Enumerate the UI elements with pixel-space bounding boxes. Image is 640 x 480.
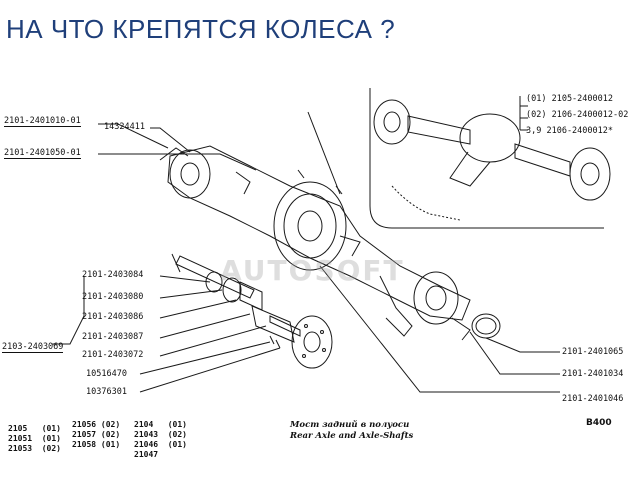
part-label: 2101-2403086 — [82, 312, 144, 322]
part-label: 10516470 — [86, 369, 127, 379]
part-label: 2101-2403072 — [82, 350, 144, 360]
slide-title: НА ЧТО КРЕПЯТСЯ КОЛЕСА ? — [6, 14, 396, 44]
wheel-hub-flange — [291, 315, 333, 369]
part-label: 2101-2401065 — [562, 347, 624, 357]
applicability-col-3: 2104 (01) 21043 (02) 21046 (01) 21047 — [134, 420, 187, 459]
inset-label-02: (02) 2106-2400012-02 — [526, 110, 629, 120]
diagram-caption: Мост задний в полуоси Rear Axle and Axle… — [290, 420, 413, 442]
watermark: AUTOSOFT — [220, 254, 405, 287]
part-label: 10376301 — [86, 387, 127, 397]
part-label: 2101-2401034 — [562, 369, 624, 379]
caption-en: Rear Axle and Axle-Shafts — [290, 431, 414, 441]
part-label: 2101-2403080 — [82, 292, 144, 302]
part-label: 2103-2403069 — [2, 342, 64, 353]
rear-axle-diagram: AUTOSOFT (01) 2105-2400012 (02) 2106-240… — [0, 86, 640, 480]
inset-right-drum — [569, 147, 611, 201]
rear-axle-drawing — [52, 88, 611, 393]
applicability-col-1: 2105 (01) 21051 (01) 21053 (02) — [8, 424, 61, 453]
part-label: 2101-2403084 — [82, 270, 144, 280]
right-flange — [413, 271, 459, 325]
part-label: 2101-2401046 — [562, 394, 624, 404]
part-label: 2101-2401010-01 — [4, 116, 81, 127]
axle-housing — [167, 145, 471, 321]
part-label: 14324411 — [104, 122, 145, 132]
applicability-col-2: 21056 (02) 21057 (02) 21058 (01) — [72, 420, 121, 449]
axle-shaft — [175, 255, 255, 299]
inset-housing — [459, 113, 521, 163]
inset-label-01: (01) 2105-2400012 — [526, 94, 613, 104]
inset-label-03: 3,9 2106-2400012* — [526, 126, 613, 136]
left-flange — [169, 149, 211, 199]
inset-frame — [369, 88, 604, 229]
inset-left-drum — [373, 99, 411, 145]
caption-ru: Мост задний в полуоси — [290, 420, 410, 430]
part-label: 2101-2401050-01 — [4, 148, 81, 159]
part-label: 2101-2403087 — [82, 332, 144, 342]
diagram-code: B400 — [586, 418, 612, 428]
differential-cover — [273, 181, 347, 271]
